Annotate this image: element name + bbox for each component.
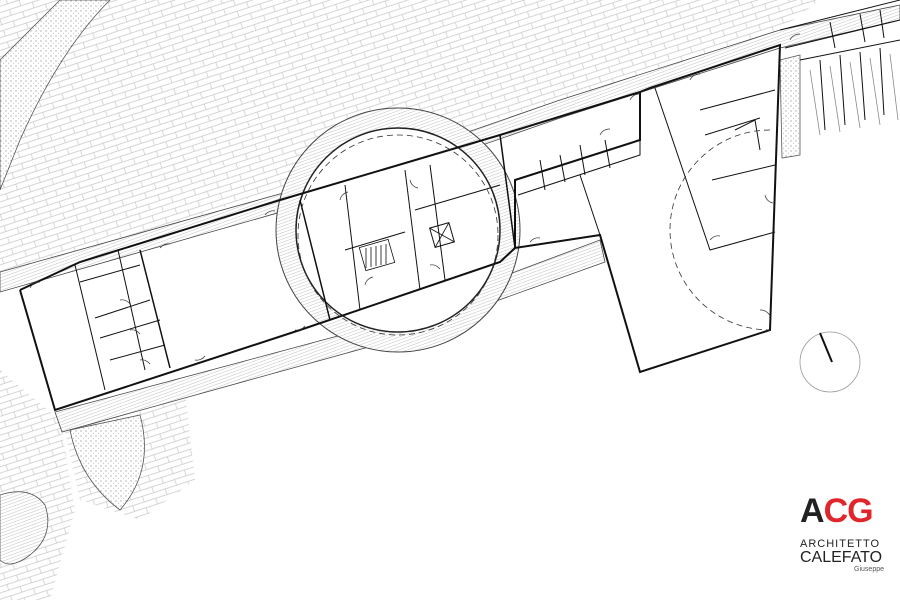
logo-line-giuseppe: Giuseppe (854, 566, 884, 573)
door-swings (29, 33, 801, 365)
building-main-block (19, 43, 782, 374)
wing-dashed-arc (669, 129, 771, 331)
logo-line-architetto: ARCHITETTO (800, 538, 881, 550)
paving-lower-left (0, 370, 75, 600)
lift (429, 222, 455, 248)
logo-mark-a: A (800, 492, 825, 530)
pond (0, 491, 49, 565)
rotunda-dashed-circle (297, 134, 499, 336)
stair (358, 238, 396, 272)
planter-bottom (69, 414, 145, 511)
architect-logo: ACG ARCHITETTO CALEFATO Giuseppe (800, 494, 896, 573)
parking-bays (809, 53, 899, 136)
logo-mark: ACG (800, 494, 896, 528)
planter-right (779, 54, 801, 159)
interior-walls (74, 0, 900, 391)
logo-line-calefato: CALEFATO (800, 549, 883, 566)
logo-mark-cg: CG (823, 492, 874, 530)
planter-left (0, 0, 111, 191)
north-arrow (799, 331, 861, 393)
